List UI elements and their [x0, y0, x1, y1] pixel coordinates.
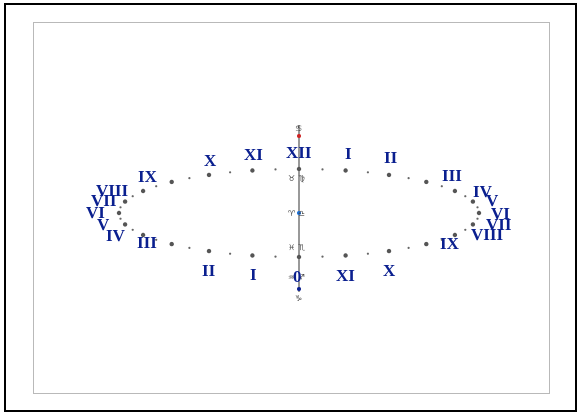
numeral-i-bottom: I	[250, 265, 257, 284]
numeral-xii-top: XII	[286, 143, 312, 162]
hour-dot	[424, 179, 429, 185]
zodiac-pisces-scorpio-symbol: ♓ ♏	[288, 243, 306, 252]
hour-dot	[386, 172, 392, 178]
numeral-ix-left: IX	[138, 167, 158, 186]
hour-dot	[470, 222, 476, 227]
minor-dot	[155, 238, 158, 241]
numeral-ix-right: IX	[440, 234, 460, 253]
numeral-x-top: X	[204, 151, 217, 170]
numeral-iii-right: III	[442, 166, 462, 185]
numeral-vii-right: VII	[486, 215, 512, 234]
numeral-xi-bottom: XI	[336, 266, 355, 285]
numeral-x-bottom: X	[383, 261, 396, 280]
minor-dot	[274, 255, 277, 258]
minor-dot	[321, 168, 324, 171]
hour-dot	[122, 222, 128, 227]
dial-canvas: ♋ ♉ ♍ ♈ ♎ ♓ ♏ ♒ ♐ ♑ X XI XII I II IX VII…	[33, 22, 550, 394]
minor-dot	[131, 228, 134, 231]
numeral-i-top: I	[345, 144, 352, 163]
gnomon-mid-marker	[297, 211, 301, 215]
zodiac-taurus-virgo-symbol: ♉ ♍	[288, 174, 305, 183]
numeral-vi-right: VI	[491, 204, 510, 223]
zodiac-aries-libra-symbol: ♈ ♎	[288, 209, 305, 218]
numeral-iii-left: III	[137, 233, 157, 252]
hour-dot	[169, 179, 174, 185]
minor-dot	[464, 195, 467, 198]
hour-dot	[452, 232, 458, 238]
minor-dot	[229, 171, 232, 174]
hour-dot	[386, 248, 392, 254]
hour-dot	[250, 253, 255, 258]
hour-markers	[116, 166, 482, 260]
hour-dot	[343, 253, 348, 258]
zodiac-capricorn-symbol: ♑	[295, 294, 302, 303]
numeral-v-left: V	[97, 215, 110, 234]
minor-dot	[440, 238, 443, 241]
numeral-viii-left: VIII	[96, 181, 129, 200]
numeral-iv-left: IV	[106, 226, 126, 245]
hour-dot	[169, 241, 174, 247]
numeral-ii-top: II	[384, 148, 398, 167]
hour-dot	[206, 248, 212, 254]
hour-dot	[116, 210, 122, 216]
minor-dot	[155, 185, 158, 188]
minor-dot	[229, 252, 232, 255]
hour-dot	[343, 168, 348, 173]
zodiac-cancer-symbol: ♋	[295, 124, 302, 133]
numeral-v-right: V	[486, 191, 499, 210]
hour-dot	[206, 172, 212, 178]
minor-dot	[476, 206, 479, 209]
numeral-iv-right: IV	[473, 182, 493, 201]
minor-dot	[274, 168, 277, 171]
hour-dot	[122, 199, 128, 204]
hour-dot	[476, 210, 482, 216]
numeral-vi-left: VI	[86, 203, 105, 222]
hour-dot	[470, 199, 476, 204]
minor-dot	[119, 217, 122, 220]
numeral-zero-center: 0	[293, 267, 302, 286]
hour-dot	[140, 232, 146, 238]
minor-dot	[440, 185, 443, 188]
hour-dot	[250, 168, 255, 173]
minor-dot	[131, 195, 134, 198]
minor-dot	[366, 252, 369, 255]
numeral-ii-bottom: II	[202, 261, 216, 280]
minor-dot	[119, 206, 122, 209]
minor-dot	[476, 217, 479, 220]
hour-dot	[296, 166, 302, 172]
outer-frame: ♋ ♉ ♍ ♈ ♎ ♓ ♏ ♒ ♐ ♑ X XI XII I II IX VII…	[4, 3, 577, 412]
minor-dot	[321, 255, 324, 258]
hour-dot	[452, 188, 458, 194]
minor-dot	[407, 246, 410, 249]
minor-dot	[464, 228, 467, 231]
analemmatic-sundial: ♋ ♉ ♍ ♈ ♎ ♓ ♏ ♒ ♐ ♑ X XI XII I II IX VII…	[86, 124, 512, 303]
numeral-xi-top: XI	[244, 145, 263, 164]
gnomon-bottom-marker	[297, 287, 301, 291]
gnomon-top-marker	[297, 134, 301, 138]
hour-dot	[424, 241, 429, 247]
minor-dot	[407, 177, 410, 180]
minor-dot	[188, 246, 191, 249]
minor-dot	[188, 177, 191, 180]
minor-dot	[366, 171, 369, 174]
hour-dot	[140, 188, 146, 194]
zodiac-aquarius-sagittarius-symbol: ♒ ♐	[288, 273, 305, 282]
hour-dot	[296, 254, 302, 260]
numeral-viii-right: VIII	[471, 225, 504, 244]
numeral-vii-left: VII	[91, 191, 117, 210]
